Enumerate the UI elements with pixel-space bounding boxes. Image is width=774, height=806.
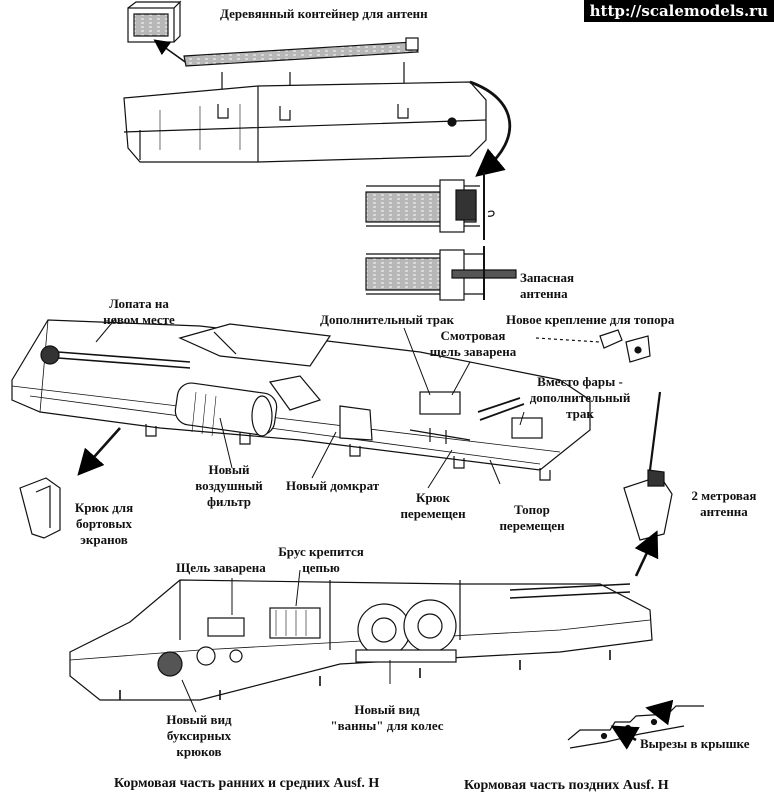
label-vision-slit: Смотровая щель заварена xyxy=(429,328,517,359)
label-axe-moved: Топор перемещен xyxy=(499,502,565,533)
detail-container-2 xyxy=(365,246,517,301)
label-roof-cutouts: Вырезы в крышке xyxy=(640,736,750,751)
label-new-jack: Новый домкрат xyxy=(286,478,380,493)
label-extra-track: Дополнительный трак xyxy=(320,312,455,327)
wooden-beam xyxy=(183,37,419,67)
label-slit-welded: Щель заварена xyxy=(176,560,266,575)
shovel xyxy=(40,345,191,369)
watermark: http://scalemodels.ru xyxy=(583,0,774,22)
tow-hooks xyxy=(157,646,243,677)
label-side-skirt-hook: Крюк для бортовых экранов xyxy=(74,500,134,547)
rear-track-links xyxy=(409,391,543,444)
label-new-axe-mount: Новое крепление для топора xyxy=(506,312,675,327)
caption-late: Кормовая часть поздних Ausf. H xyxy=(464,778,669,793)
label-spare-antenna: Запасная антенна xyxy=(520,270,574,301)
top-hull xyxy=(123,81,487,163)
axe-mount-detail xyxy=(535,329,651,363)
skirt-hook xyxy=(19,477,61,539)
label-new-wheel-bath: Новый вид "ванны" для колес xyxy=(330,702,444,733)
label-antenna-2m: 2 метровая антенна xyxy=(691,488,757,519)
label-hook-moved: Крюк перемещен xyxy=(400,490,466,521)
container-icon xyxy=(127,0,182,43)
label-new-air-filter: Новый воздушный фильтр xyxy=(195,462,263,509)
label-wooden-container: Деревянный контейнер для антенн xyxy=(220,6,428,21)
lower-hull xyxy=(69,579,653,701)
wheel-bath xyxy=(355,599,457,663)
middle-hull xyxy=(11,319,591,481)
antenna-2m xyxy=(623,391,673,541)
air-filter xyxy=(174,382,278,437)
detail-container-1 xyxy=(365,172,495,240)
jack xyxy=(268,375,373,441)
label-instead-headlight: Вместо фары - дополнительный трак xyxy=(529,374,631,421)
label-shovel: Лопата на новом месте xyxy=(103,296,175,327)
label-beam-chain: Брус крепится цепью xyxy=(278,544,364,575)
caption-early: Кормовая часть ранних и средних Ausf. H xyxy=(114,776,380,791)
label-new-tow-hooks: Новый вид буксирных крюков xyxy=(166,712,232,759)
